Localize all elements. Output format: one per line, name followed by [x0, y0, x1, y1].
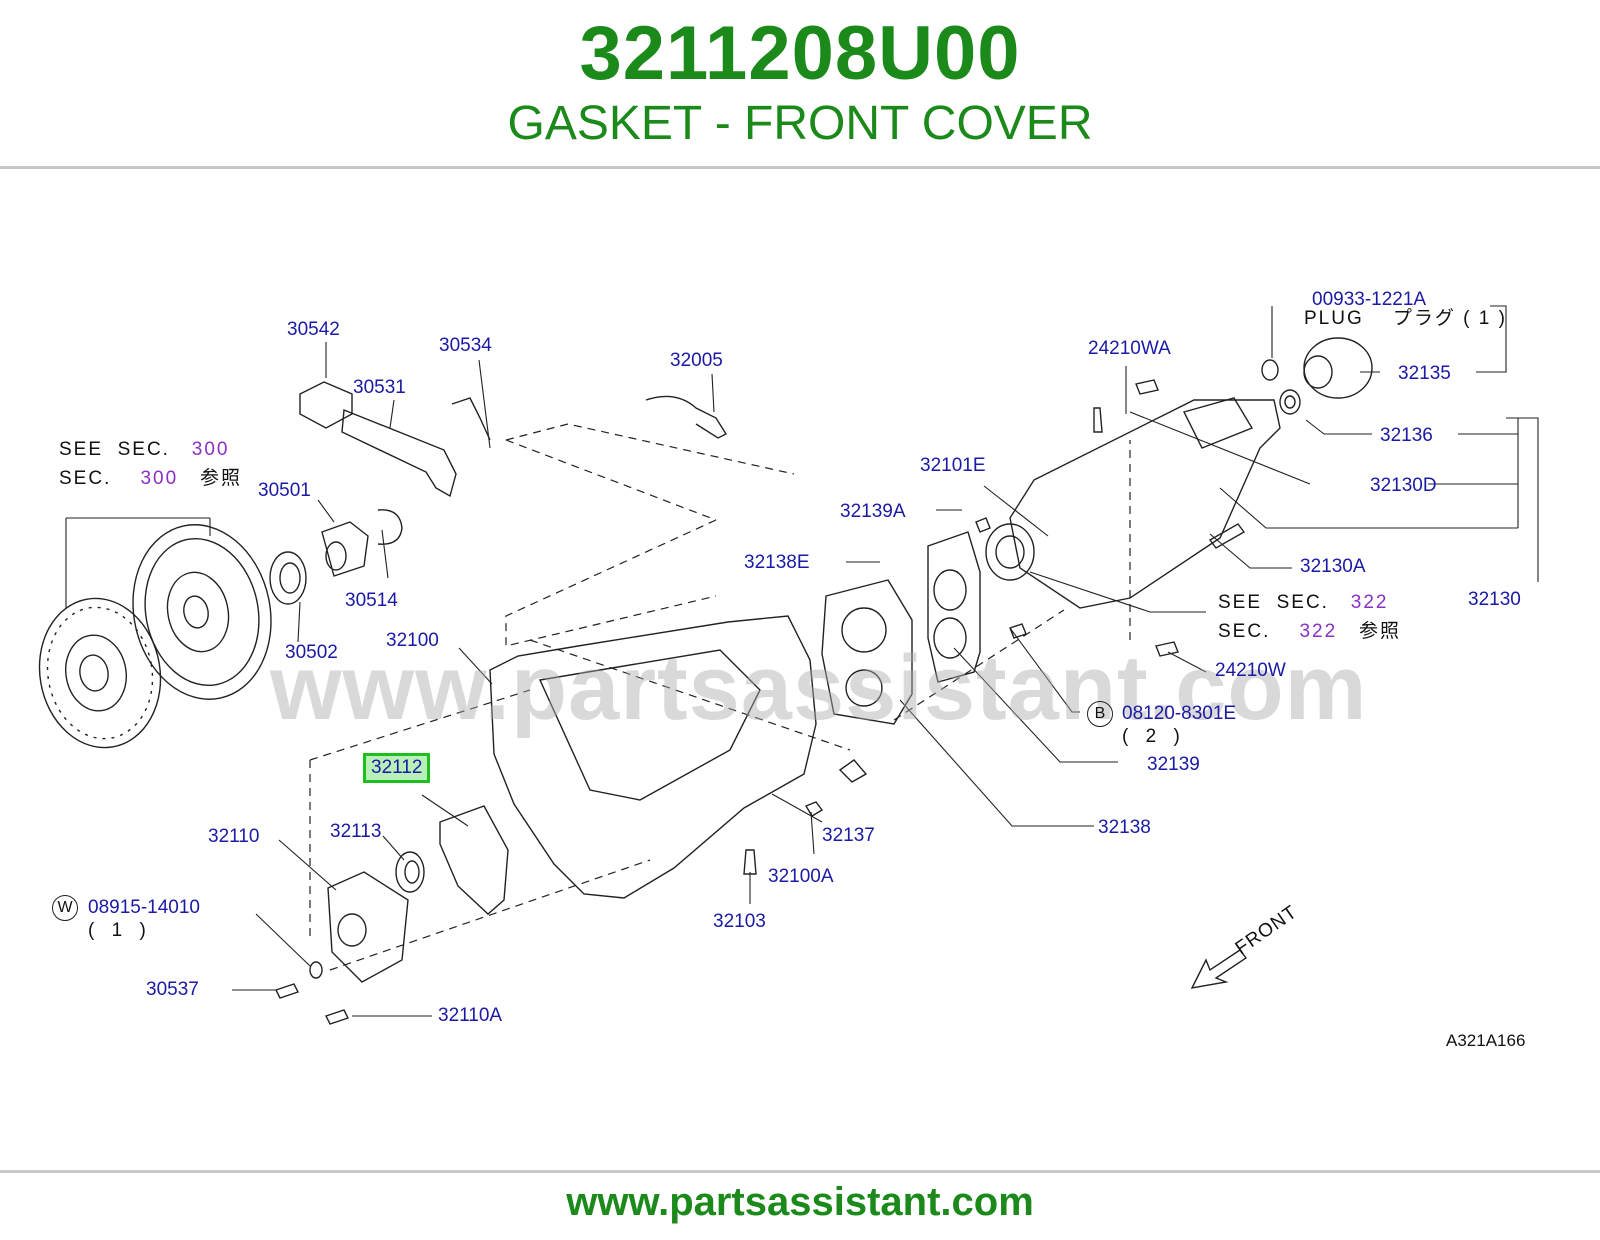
bolt-b-symbol: B: [1087, 701, 1113, 727]
part-number-title: 3211208U00: [579, 11, 1021, 96]
label-32136[interactable]: 32136: [1380, 425, 1433, 446]
label-32139A[interactable]: 32139A: [840, 501, 906, 522]
plug-name: PLUG プラグ ( 1 ): [1304, 308, 1507, 329]
label-32137[interactable]: 32137: [822, 825, 875, 846]
label-32100A[interactable]: 32100A: [768, 866, 834, 887]
label-00933-1221A[interactable]: 00933-1221A: [1312, 289, 1427, 310]
label-32113[interactable]: 32113: [330, 821, 382, 842]
header-divider: [0, 166, 1600, 169]
diagram-code: A321A166: [1446, 1031, 1526, 1050]
see-sec-300-line1: SEE SEC. 300: [59, 439, 230, 460]
label-24210W[interactable]: 24210W: [1215, 660, 1286, 681]
label-32110[interactable]: 32110: [208, 826, 260, 847]
footer-divider: [0, 1170, 1600, 1173]
label-30537[interactable]: 30537: [146, 979, 199, 1000]
label-32110A[interactable]: 32110A: [438, 1005, 503, 1026]
label-30501[interactable]: 30501: [258, 480, 311, 501]
part-description-title: GASKET - FRONT COVER: [507, 97, 1093, 150]
label-32139[interactable]: 32139: [1147, 754, 1200, 775]
label-32101E[interactable]: 32101E: [920, 455, 986, 476]
see-sec-322-line1: SEE SEC. 322: [1218, 592, 1389, 613]
label-08120-8301E[interactable]: 08120-8301E: [1122, 703, 1237, 724]
label-30502[interactable]: 30502: [285, 642, 338, 663]
plate-32138-drawing: [821, 579, 913, 725]
watermark-text: www.partsassistant.com: [270, 637, 1368, 739]
case-32100-drawing: [489, 615, 817, 899]
label-32103[interactable]: 32103: [713, 911, 766, 932]
pressure-plate-drawing: [132, 524, 272, 700]
front-arrow-icon: [1190, 949, 1248, 989]
see-sec-322-line2: SEC. 322 参照: [1218, 621, 1402, 642]
label-32138E[interactable]: 32138E: [744, 552, 810, 573]
label-32130A[interactable]: 32130A: [1300, 556, 1366, 577]
footer-url[interactable]: www.partsassistant.com: [566, 1180, 1034, 1224]
bolt-w-symbol: W: [52, 895, 78, 921]
label-30531[interactable]: 30531: [353, 377, 406, 398]
extension-housing-drawing: [1009, 399, 1281, 609]
label-08915-14010[interactable]: 08915-14010: [88, 897, 200, 918]
label-32130D[interactable]: 32130D: [1370, 475, 1437, 496]
label-24210WA[interactable]: 24210WA: [1088, 338, 1171, 359]
label-30534[interactable]: 30534: [439, 335, 492, 356]
label-32100[interactable]: 32100: [386, 630, 439, 651]
label-30514[interactable]: 30514: [345, 590, 398, 611]
gasket-32112-drawing: [439, 805, 509, 915]
bolt-b-qty: ( 2 ): [1122, 726, 1186, 747]
label-30542[interactable]: 30542: [287, 319, 340, 340]
clutch-disc-drawing: [38, 597, 162, 749]
bolt-w-qty: ( 1 ): [88, 920, 152, 941]
label-32135[interactable]: 32135: [1398, 363, 1451, 384]
highlighted-part-32112[interactable]: 32112: [363, 753, 431, 783]
plate-32139-drawing: [927, 531, 981, 683]
label-32005[interactable]: 32005: [670, 350, 723, 371]
label-32138[interactable]: 32138: [1098, 817, 1151, 838]
label-32130[interactable]: 32130: [1468, 589, 1521, 610]
see-sec-300-line2: SEC. 300 参照: [59, 468, 243, 489]
